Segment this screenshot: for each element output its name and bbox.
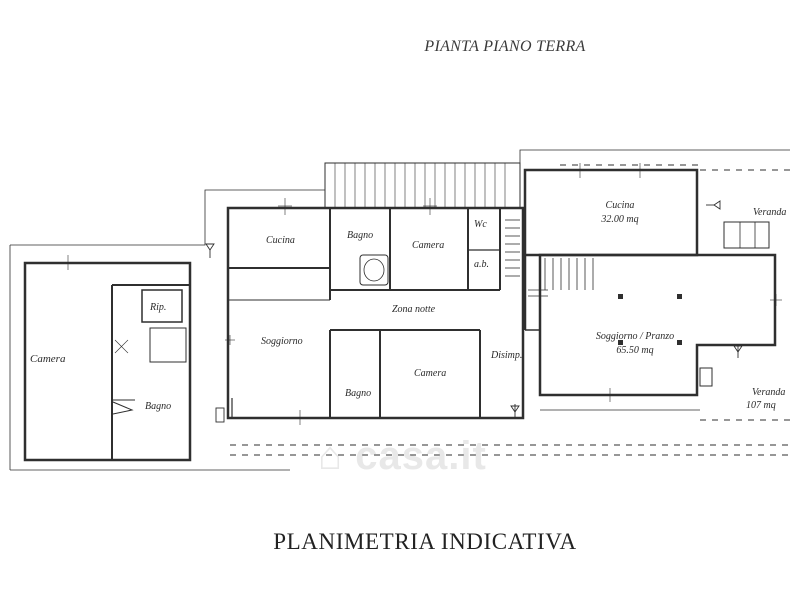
room-label-cucina-left: Cucina	[266, 235, 295, 246]
light-symbols	[205, 200, 743, 423]
dashed-perimeter	[230, 164, 790, 456]
room-label-veranda-top: Veranda	[753, 207, 787, 218]
room-label-bagno-upper: Bagno	[347, 230, 374, 241]
shower-left	[149, 327, 187, 363]
room-label-bagno-lower: Bagno	[345, 388, 372, 399]
room-label-ab: a.b.	[474, 259, 489, 270]
room-label-rip: Rip.	[150, 302, 167, 313]
watermark-logo: ⌂ casa.it	[318, 434, 487, 479]
room-label-bagno-left: Bagno	[145, 401, 172, 412]
terrace-hatched	[324, 162, 521, 209]
room-label-camera-lower: Camera	[414, 368, 447, 379]
veranda-box	[723, 221, 770, 249]
room-label-soggiorno: Soggiorno	[261, 336, 303, 347]
dimension-ticks	[61, 163, 782, 425]
room-label-camera-upper: Camera	[412, 240, 445, 251]
room-label-soggiorno-pranzo: Soggiorno / Pranzo	[595, 331, 675, 342]
room-area-soggiorno-pranzo: 65.50 mq	[616, 345, 654, 356]
terrace-hatching	[334, 163, 506, 208]
wall-left-wing	[23, 261, 192, 462]
wall-right-wing	[523, 168, 699, 257]
stair-right	[528, 258, 594, 297]
plan-subtitle: PIANTA PIANO TERRA	[424, 38, 586, 55]
room-label-disimp: Disimp.	[491, 350, 523, 361]
bathtub	[359, 254, 389, 286]
room-area-cucina-right: 32.00 mq	[601, 214, 639, 225]
room-label-cucina-right: Cucina	[605, 200, 635, 211]
perimeter-right	[519, 149, 790, 165]
wall-soggiorno-pranzo	[538, 253, 777, 397]
watermark-text: casa.it	[355, 434, 487, 478]
plan-caption: PLANIMETRIA INDICATIVA	[273, 529, 577, 554]
wall-rip	[141, 289, 183, 323]
house-icon: ⌂	[318, 434, 344, 478]
perimeter-left	[10, 189, 325, 246]
stair-central	[505, 219, 520, 277]
room-label-veranda-bottom: Veranda	[752, 387, 786, 398]
room-label-camera-left: Camera	[30, 353, 66, 365]
room-label-zona-notte: Zona notte	[392, 304, 436, 315]
room-area-veranda-bottom: 107 mq	[746, 400, 776, 411]
room-label-wc: Wc	[474, 219, 487, 230]
